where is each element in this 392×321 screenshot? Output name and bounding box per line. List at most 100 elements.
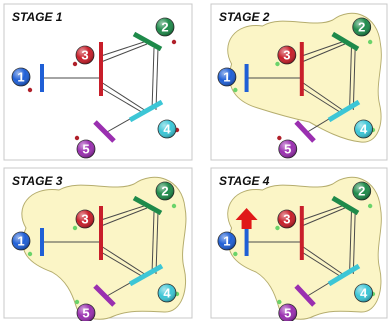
bus-node-label: 4 (163, 286, 171, 301)
transmission-line (100, 40, 148, 57)
stage-panel: STAGE 4 1 2 3 4 5 (210, 167, 388, 321)
bus-node-4: 4 (327, 99, 373, 139)
sphere-highlight (354, 120, 373, 138)
bus-node-label: 2 (161, 20, 168, 35)
bus-node-3: 3 (75, 42, 103, 96)
transmission-line (301, 245, 345, 276)
bus-bar (331, 195, 360, 216)
bus-node-label: 2 (161, 184, 168, 199)
sphere-highlight (278, 140, 297, 158)
sphere-highlight (352, 18, 371, 36)
transmission-line (100, 81, 147, 112)
transmission-line (349, 47, 352, 111)
bus-node-2: 2 (132, 17, 175, 52)
sphere-highlight (277, 46, 296, 64)
bus-node-label: 5 (82, 142, 89, 157)
status-dot (275, 61, 280, 67)
transmission-line (151, 211, 155, 275)
bus-node-1: 1 (11, 228, 44, 256)
bus-node-1: 1 (217, 228, 249, 256)
transmission-line (301, 87, 344, 115)
sphere-highlight (12, 232, 30, 250)
stage-title: STAGE 3 (12, 174, 63, 188)
sphere-highlight (12, 68, 30, 86)
bus-node-4: 4 (128, 263, 177, 303)
transmission-line (301, 251, 344, 279)
status-dot (171, 203, 177, 209)
bus-node-3: 3 (277, 206, 304, 260)
bus-bar (294, 120, 316, 143)
bus-node-5: 5 (278, 284, 316, 321)
bus-node-label: 2 (358, 20, 365, 35)
status-dot (367, 203, 373, 209)
status-dot (74, 135, 80, 141)
bus-node-1: 1 (217, 64, 249, 92)
transmission-line (155, 211, 159, 275)
transmission-line (352, 47, 356, 111)
bus-bar (294, 284, 316, 307)
transmission-line (100, 43, 148, 63)
bus-node-2: 2 (331, 17, 372, 52)
bus-node-label: 3 (283, 48, 290, 63)
transmission-line (301, 81, 345, 112)
bus-node-label: 1 (17, 70, 24, 85)
transmission-line (100, 245, 147, 276)
bus-node-label: 4 (360, 122, 368, 137)
sphere-highlight (156, 182, 174, 200)
bus-bar (331, 31, 360, 52)
sphere-highlight (352, 182, 371, 200)
sphere-highlight (158, 284, 176, 302)
transmission-line (349, 211, 352, 275)
status-dot (171, 39, 177, 45)
transmission-line (100, 207, 148, 227)
status-dot (275, 225, 280, 231)
sphere-highlight (217, 68, 236, 86)
bus-node-label: 1 (17, 234, 24, 249)
transmission-line (301, 40, 346, 57)
stage-title: STAGE 1 (12, 10, 63, 24)
status-dot (27, 251, 33, 257)
bus-bar (132, 31, 163, 52)
sphere-highlight (354, 284, 373, 302)
stage-panel: STAGE 2 1 2 3 4 5 (210, 3, 388, 161)
status-dot (72, 225, 78, 231)
transmission-line (151, 47, 155, 111)
bus-node-label: 3 (283, 212, 290, 227)
bus-node-label: 5 (284, 306, 291, 321)
bus-node-2: 2 (331, 181, 372, 216)
sphere-highlight (77, 140, 95, 158)
bus-node-1: 1 (11, 64, 44, 92)
status-dot (277, 299, 282, 305)
sphere-highlight (278, 304, 297, 321)
stage-title: STAGE 2 (219, 10, 270, 24)
sphere-highlight (76, 210, 94, 228)
bus-node-5: 5 (76, 120, 116, 159)
status-dot (233, 87, 238, 93)
bus-node-label: 4 (163, 122, 171, 137)
transmission-line (352, 211, 356, 275)
bus-node-label: 4 (360, 286, 368, 301)
status-dot (74, 299, 80, 305)
bus-node-label: 3 (81, 212, 88, 227)
bus-bar (128, 263, 164, 287)
bus-bar (93, 284, 116, 307)
status-dot (367, 39, 373, 45)
bus-node-3: 3 (75, 206, 103, 260)
bus-node-label: 1 (223, 234, 230, 249)
bus-node-label: 5 (82, 306, 89, 321)
transmission-line (100, 87, 146, 115)
sphere-highlight (76, 46, 94, 64)
bus-bar (132, 195, 163, 216)
stage-title: STAGE 4 (219, 174, 270, 188)
sphere-highlight (158, 120, 176, 138)
bus-bar (128, 99, 164, 123)
status-dot (72, 61, 78, 67)
status-dot (233, 251, 238, 257)
bus-node-5: 5 (278, 120, 316, 159)
bus-bar (327, 99, 361, 123)
up-arrow-icon (235, 208, 258, 229)
transmission-line (301, 43, 346, 63)
bus-node-4: 4 (128, 99, 177, 139)
transmission-line (301, 207, 346, 227)
status-dot (27, 87, 33, 93)
